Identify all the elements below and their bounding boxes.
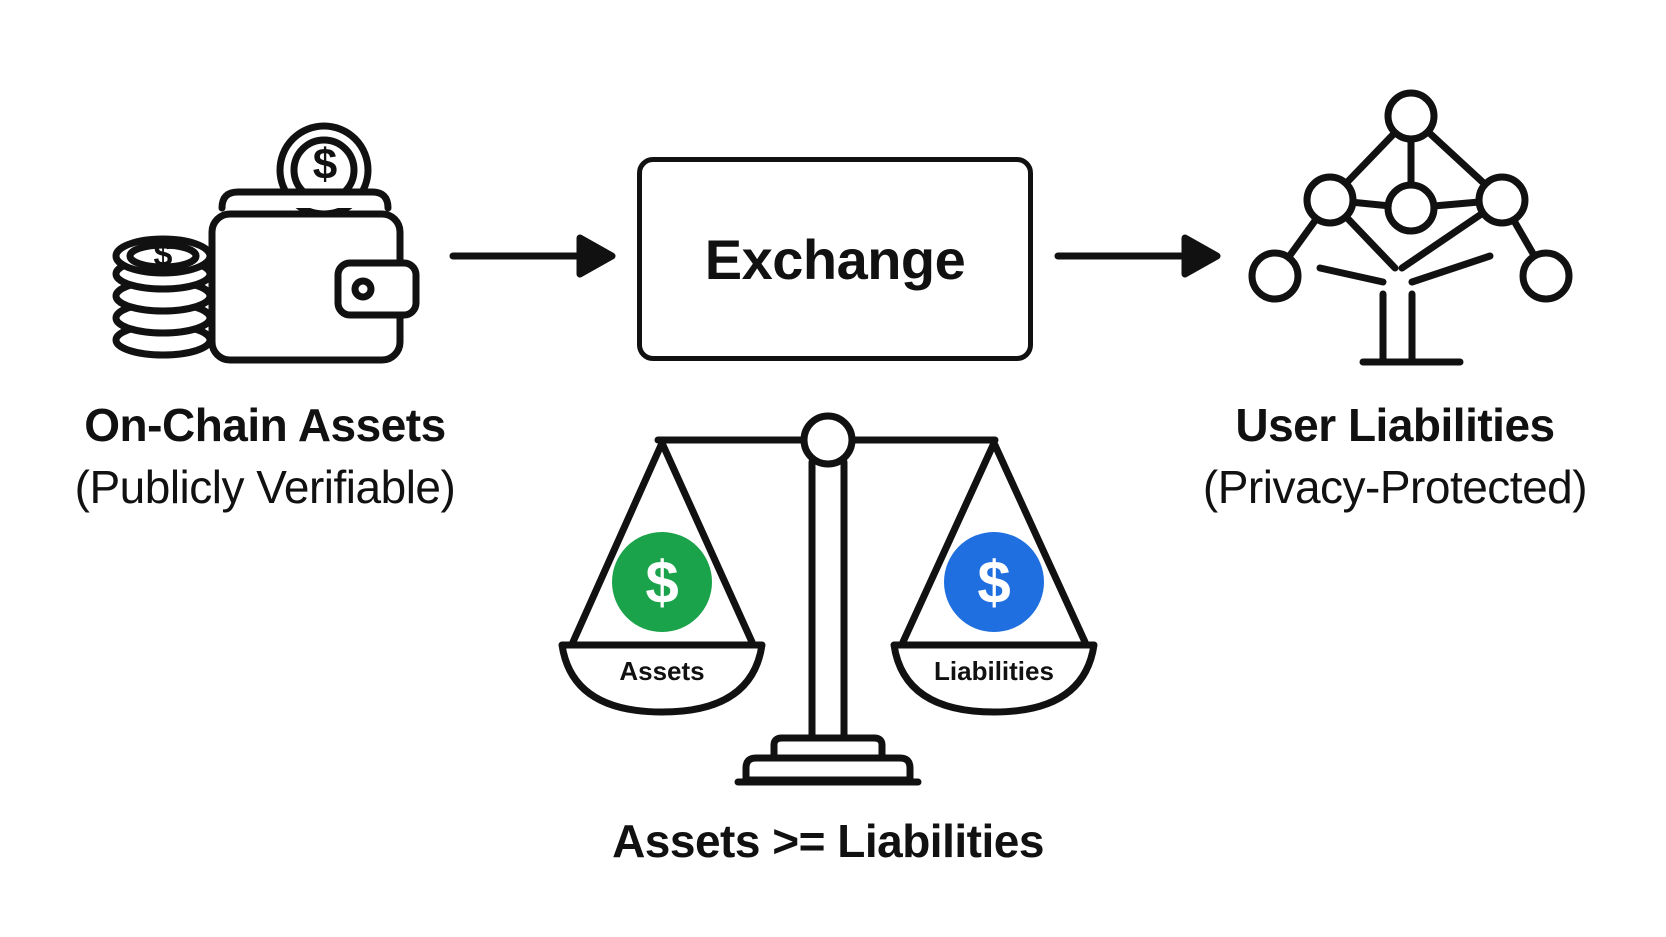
coin-symbol: $ (312, 140, 338, 189)
left-pan-label: Assets (619, 656, 705, 686)
exchange-label: Exchange (704, 227, 966, 291)
liabilities-title: User Liabilities (1235, 399, 1555, 451)
liabilities-dollar-coin-icon: $ (944, 532, 1044, 632)
balance-scale-icon (558, 412, 1098, 786)
arrow-right-icon (1054, 234, 1221, 278)
liabilities-subtitle: (Privacy-Protected) (1202, 461, 1588, 513)
arrow-right-icon (449, 234, 616, 278)
assets-dollar-coin-icon: $ (612, 532, 712, 632)
wallet-with-coins-icon (112, 122, 420, 364)
coin-symbol: $ (153, 236, 173, 274)
coin-symbol: $ (645, 548, 679, 616)
scale-caption: Assets >= Liabilities (612, 815, 1044, 867)
right-pan-label: Liabilities (934, 656, 1054, 686)
assets-subtitle: (Publicly Verifiable) (74, 461, 456, 513)
coin-symbol: $ (977, 548, 1011, 616)
assets-title: On-Chain Assets (84, 399, 446, 451)
merkle-tree-icon (1248, 89, 1573, 366)
exchange-box: Exchange (637, 157, 1033, 361)
